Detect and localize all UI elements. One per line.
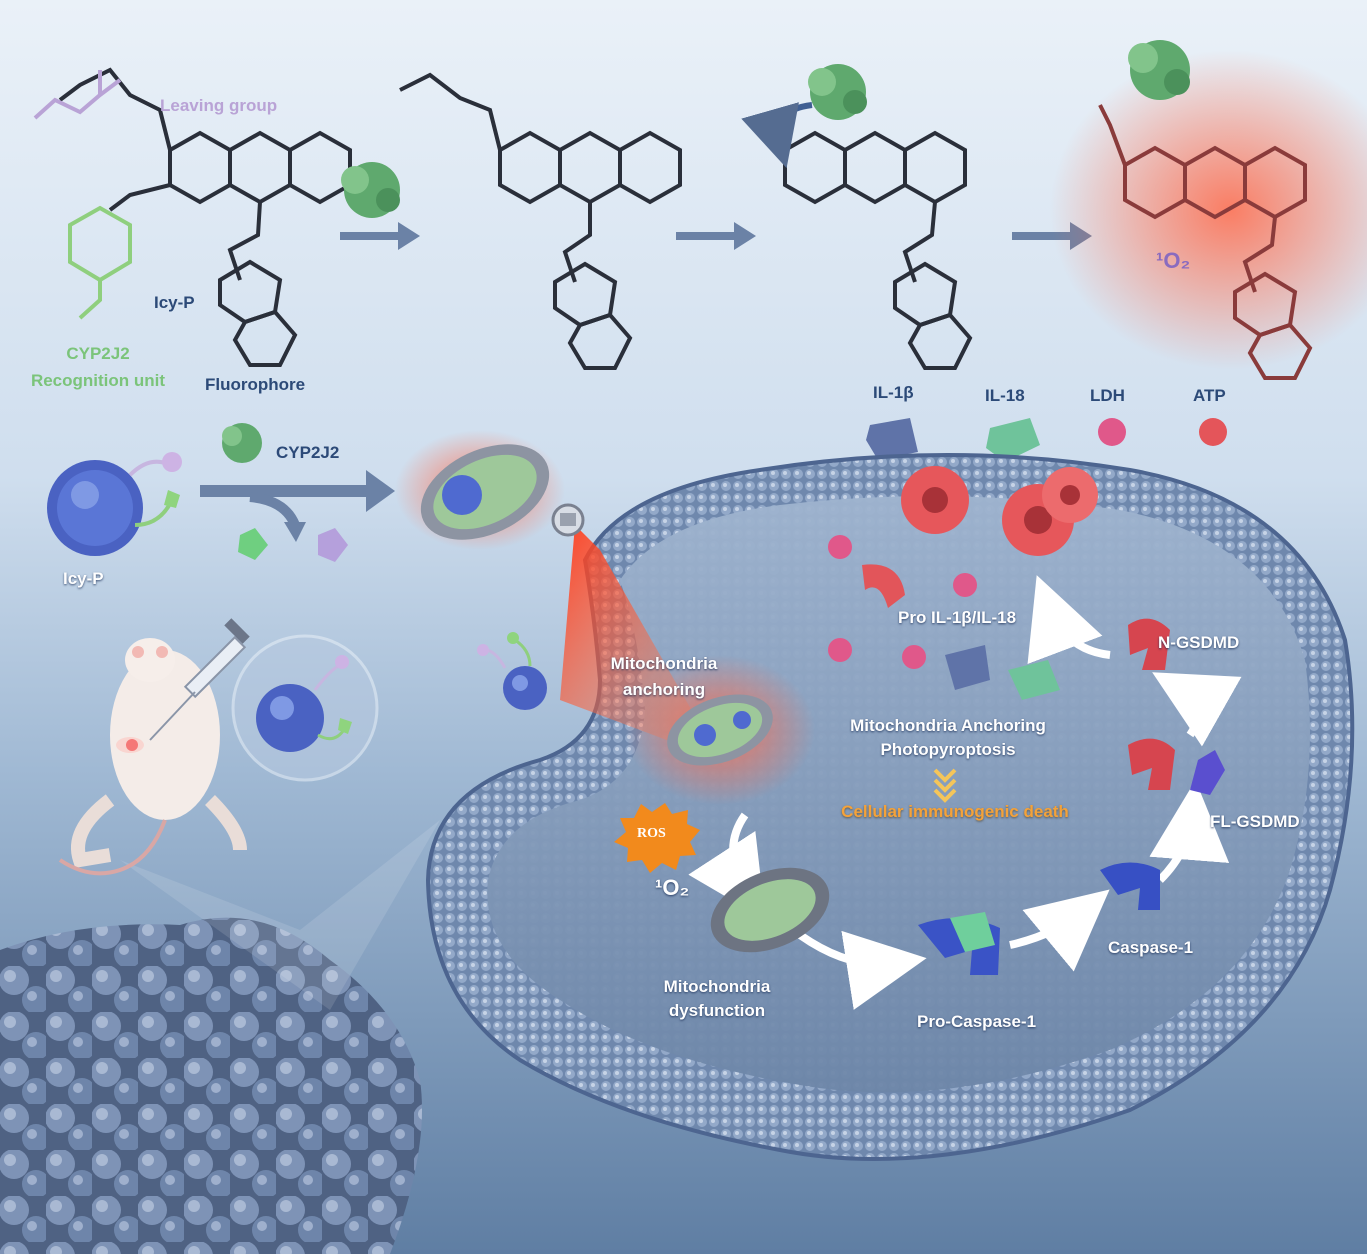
fl-gsdmd-red: [1128, 738, 1175, 790]
fl-gsdmd-blue: [1190, 750, 1225, 795]
mito-dysfunction-label-line1: Mitochondria: [663, 977, 771, 996]
ldh-label: LDH: [1090, 386, 1125, 405]
probe-zoom-bubble: [231, 634, 379, 782]
n-gsdmd-label: N-GSDMD: [1158, 633, 1240, 652]
molecule-recognition-unit: [68, 205, 132, 320]
enzyme-attach-arrow: [741, 102, 813, 169]
mito-anchoring-label-line1: Mitochondria: [610, 654, 718, 673]
downward-chevrons: [933, 768, 957, 803]
mitochondrion-labeled: [420, 444, 550, 540]
molecule-intermediate-1: [399, 72, 682, 370]
zoom-cone: [120, 820, 440, 1010]
pro-il-label: Pro IL-1β/IL-18: [898, 608, 1017, 627]
released-leaving-group: [318, 528, 348, 562]
cyp2j2-unit-label-line2: Recognition unit: [30, 371, 166, 390]
atp-icon: [1199, 418, 1227, 446]
il18-label: IL-18: [985, 386, 1025, 405]
il18-icon: [986, 418, 1040, 462]
pro-caspase1-label: Pro-Caspase-1: [917, 1012, 1037, 1031]
singlet-oxygen-label: ¹O₂: [655, 875, 690, 900]
molecule-quinone-methide: [764, 130, 973, 370]
n-gsdmd-protein: [1128, 618, 1170, 670]
singlet-oxygen-label-top: ¹O₂: [1156, 248, 1191, 273]
tumor-tissue: [0, 917, 422, 1254]
reaction-arrow-2: [676, 222, 756, 250]
fl-gsdmd-label: FL-GSDMD: [1210, 812, 1300, 831]
il1b-label: IL-1β: [873, 383, 914, 402]
icy-p-probe-label: Icy-P: [63, 569, 104, 588]
caspase1-protein: [1100, 862, 1160, 910]
pro-il18-icon: [1008, 660, 1060, 700]
caspase1-label: Caspase-1: [1108, 938, 1194, 957]
atp-label: ATP: [1193, 386, 1226, 405]
cellular-death-label: Cellular immunogenic death: [841, 802, 1069, 821]
leaving-group-label: Leaving group: [160, 96, 278, 115]
fluorescence-glow: [1050, 50, 1367, 370]
gasdermin-pore-1: [901, 466, 969, 534]
leaving-group: [33, 70, 122, 120]
probe-floating: [477, 632, 547, 710]
pro-il1b-icon: [945, 645, 990, 690]
reaction-arrow-1: [340, 222, 420, 250]
icy-p-nanoparticle: [47, 452, 182, 556]
cyp2j2-unit-label-line1: CYP2J2: [66, 344, 130, 363]
icy-p-structure-label: Icy-P: [154, 293, 195, 312]
cyp2j2-label: CYP2J2: [276, 443, 340, 462]
cyp2j2-enzyme-2: [808, 64, 867, 120]
map-label-line1: Mitochondria Anchoring: [850, 716, 1046, 735]
gasdermin-pore-3: [1042, 467, 1098, 523]
released-recognition-unit: [238, 528, 268, 560]
cyp2j2-enzyme-1: [341, 162, 400, 218]
ros-label: ROS: [637, 826, 666, 841]
il1b-icon: [866, 418, 918, 460]
ldh-icon: [1098, 418, 1126, 446]
molecule-fluorescent-product: [1098, 104, 1313, 380]
ros-burst: [614, 803, 700, 873]
release-arrow: [200, 470, 395, 542]
laser-device: [551, 503, 585, 537]
mito-dysfunction-label-line2: dysfunction: [668, 1001, 766, 1020]
mitochondrion-damaged: [710, 867, 830, 953]
map-label-line2: Photopyroptosis: [880, 740, 1016, 759]
cyp2j2-enzyme-legend: [222, 423, 262, 463]
fluorophore-label: Fluorophore: [205, 375, 306, 394]
cyp2j2-enzyme-3: [1128, 40, 1190, 100]
mito-anchoring-label-line2: anchoring: [622, 680, 706, 699]
mitochondrion-anchored: [667, 694, 773, 766]
molecule-icy-p: [58, 67, 352, 367]
syringe: [149, 618, 250, 741]
